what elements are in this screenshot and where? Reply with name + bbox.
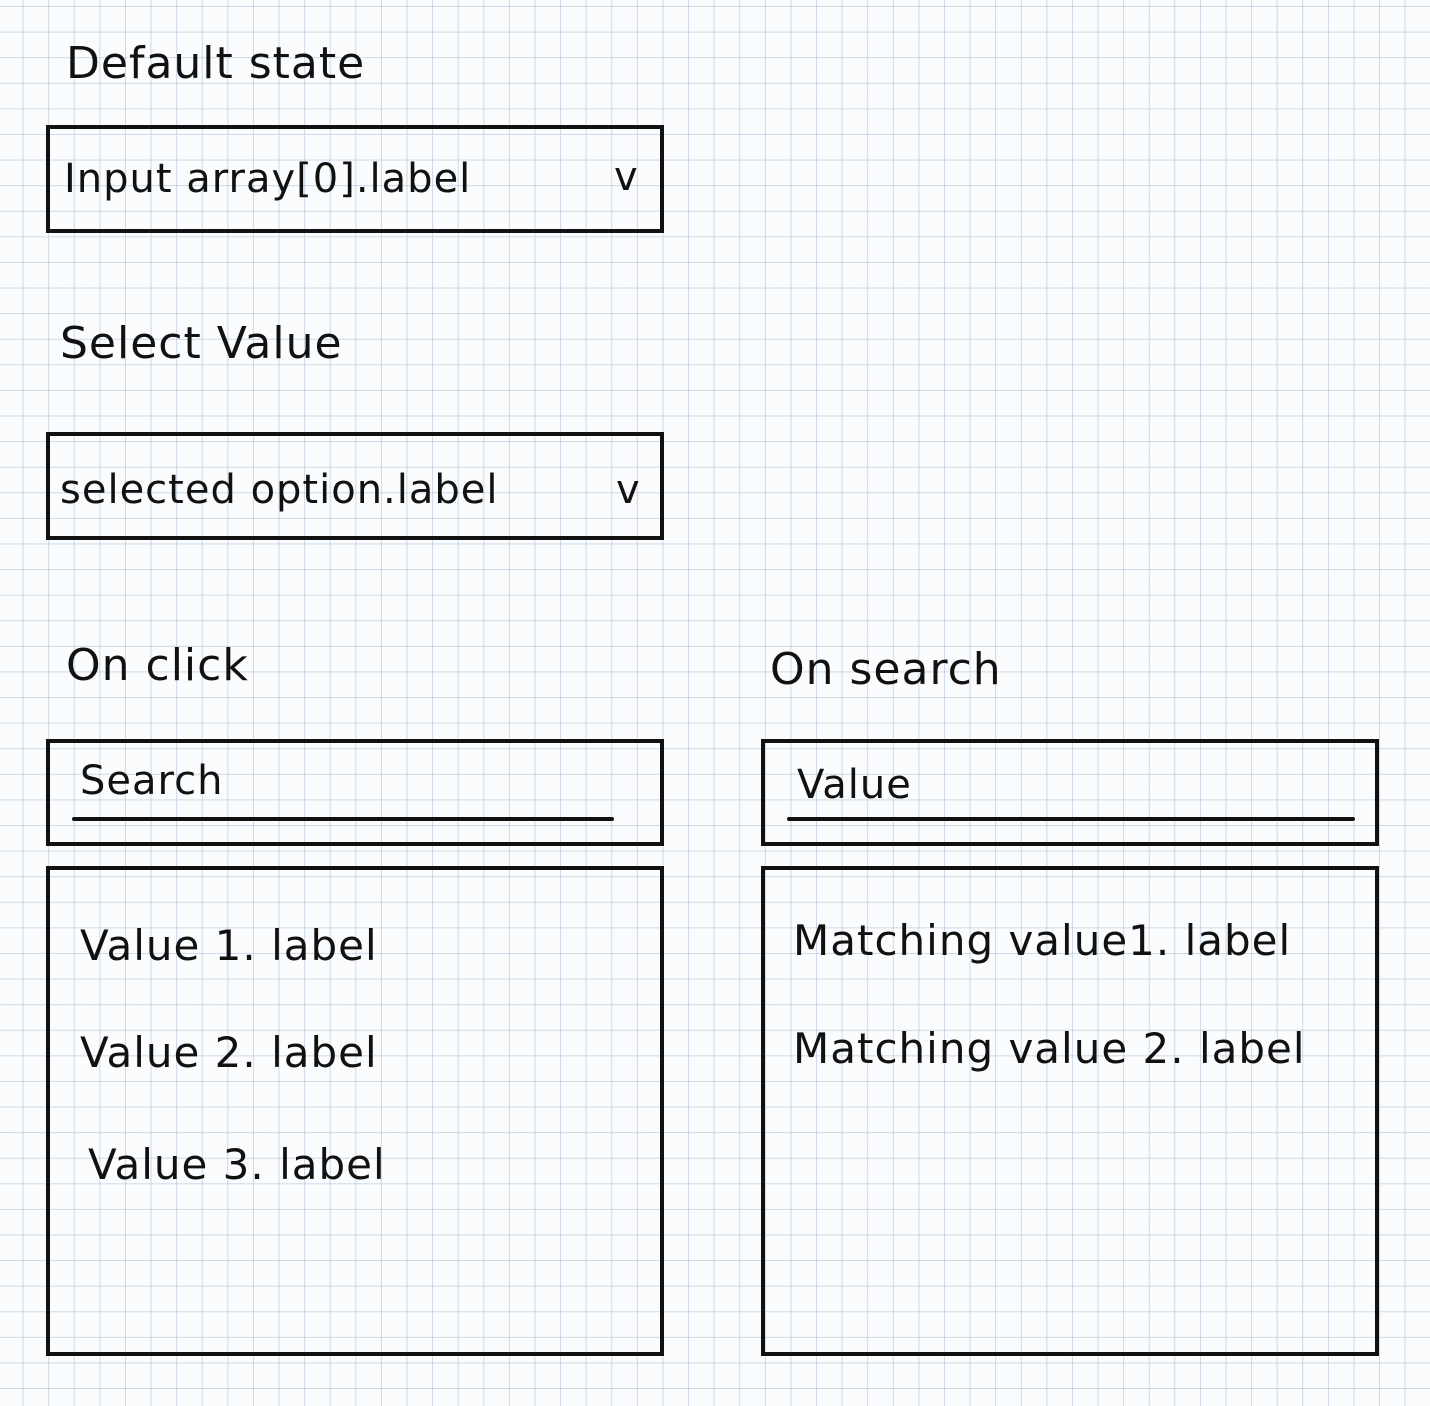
chevron-down-icon[interactable]: v	[616, 467, 641, 513]
search-underline	[787, 817, 1355, 821]
on-search-search-box[interactable]: Value	[761, 739, 1379, 846]
list-item[interactable]: Matching value1. label	[793, 916, 1292, 965]
on-click-search-text: Search	[80, 758, 224, 804]
chevron-down-icon[interactable]: v	[614, 154, 639, 200]
selected-value-select[interactable]: selected option.label v	[46, 432, 664, 540]
on-click-search-box[interactable]: Search	[46, 739, 664, 846]
default-select[interactable]: Input array[0].label v	[46, 125, 664, 233]
on-click-heading: On click	[66, 640, 249, 691]
on-search-search-text: Value	[797, 762, 912, 808]
list-item[interactable]: Value 3. label	[88, 1140, 386, 1189]
on-search-heading: On search	[770, 644, 1002, 695]
list-item[interactable]: Value 1. label	[80, 921, 378, 970]
on-click-options-list: Value 1. label Value 2. label Value 3. l…	[46, 866, 664, 1356]
default-state-heading: Default state	[66, 38, 366, 89]
selected-option-value: selected option.label	[60, 467, 499, 513]
on-search-options-list: Matching value1. label Matching value 2.…	[761, 866, 1379, 1356]
select-value-heading: Select Value	[60, 318, 343, 369]
list-item[interactable]: Value 2. label	[80, 1028, 378, 1077]
list-item[interactable]: Matching value 2. label	[793, 1024, 1306, 1073]
default-select-value: Input array[0].label	[64, 156, 472, 202]
search-underline	[72, 817, 614, 821]
